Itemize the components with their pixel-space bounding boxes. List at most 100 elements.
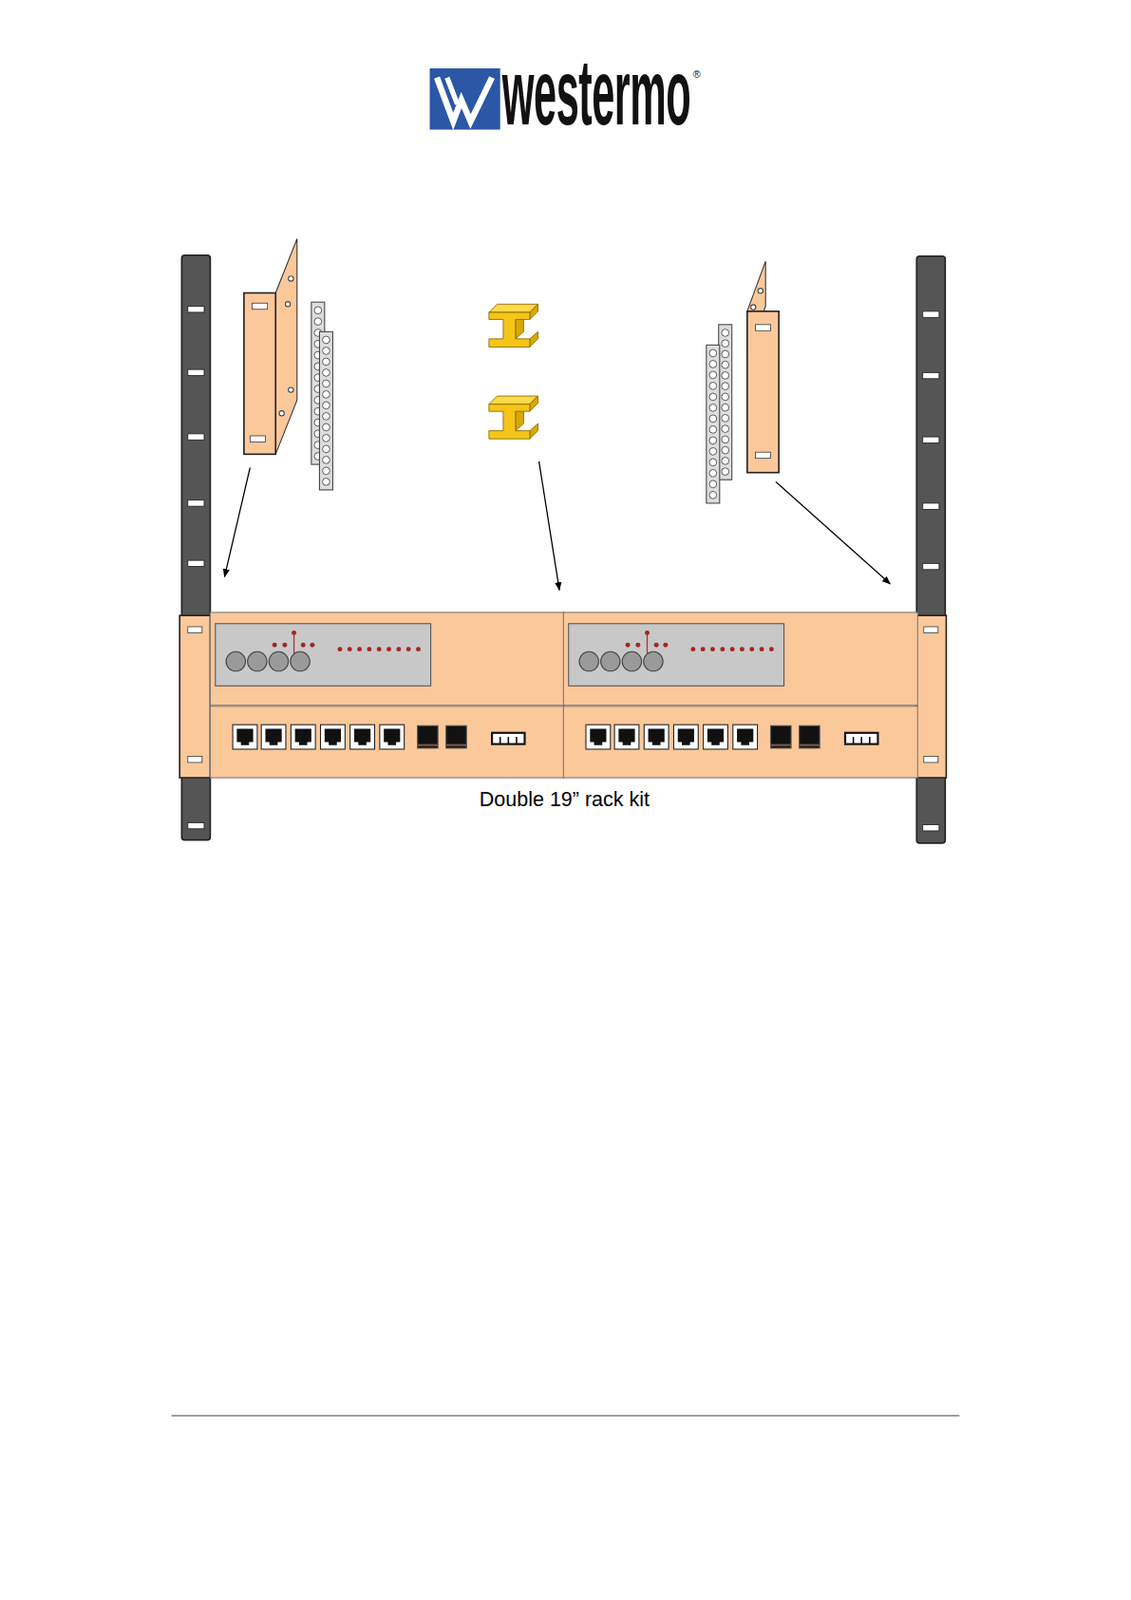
status-knob [622, 651, 641, 671]
strip-hole [709, 490, 717, 499]
sfp-port [417, 725, 438, 749]
strip-hole [709, 382, 717, 391]
strip-hole [322, 401, 331, 410]
rj45-jack [236, 728, 253, 745]
rj45-jack [383, 728, 400, 745]
strip-hole [709, 414, 717, 423]
switch-unit-top [563, 612, 918, 706]
logo-emblem [430, 68, 501, 130]
status-knob [601, 651, 621, 671]
registered-mark: ® [693, 69, 701, 80]
terminal-divider [860, 736, 863, 745]
switch-unit-top [209, 612, 565, 706]
led [347, 646, 353, 652]
rj45-port [733, 724, 758, 750]
rj45-port [673, 724, 698, 750]
bracket-slot [249, 435, 265, 442]
rj45-port [320, 724, 346, 750]
bracket-slot [754, 452, 771, 458]
rail-slot [188, 560, 205, 566]
sfp-edge [417, 744, 438, 747]
strip-hole [709, 360, 717, 369]
rj45-port [643, 724, 669, 750]
strip-hole [721, 414, 730, 423]
rj45-jack [648, 728, 665, 745]
strip-hole [709, 404, 717, 413]
led [386, 646, 392, 652]
led [337, 646, 342, 652]
footer-rule [171, 1414, 961, 1417]
nut-strip [706, 344, 720, 504]
mounted-bracket [179, 615, 210, 778]
switch-unit-bottom [563, 706, 918, 778]
strip-hole [322, 456, 331, 465]
rj45-jack [678, 728, 695, 745]
assembly-arrow [224, 467, 250, 577]
led [366, 646, 372, 652]
strip-hole [709, 458, 717, 467]
rj45-jack [324, 728, 341, 745]
strip-hole [721, 382, 730, 391]
status-knob [579, 651, 599, 671]
rail-slot [923, 825, 940, 831]
led [730, 646, 736, 652]
rail-slots [188, 305, 940, 831]
bracket-flange [275, 239, 298, 455]
rj45-port [232, 724, 258, 750]
nut-strips [311, 301, 733, 504]
rj45-jack [618, 728, 635, 745]
rj45-jack [589, 728, 606, 745]
led [749, 646, 754, 652]
strip-hole [322, 369, 331, 377]
switch-units [209, 612, 918, 778]
terminal-divider [507, 736, 509, 745]
logo-w [436, 77, 492, 122]
strip-hole [322, 423, 331, 432]
strip-hole [721, 372, 730, 380]
strip-hole [709, 469, 717, 477]
strip-hole [721, 339, 730, 348]
coupling-pieces [489, 303, 539, 439]
rj45-port [585, 724, 611, 750]
strip-hole [709, 480, 717, 489]
strip-hole [721, 393, 730, 401]
coupler-face [529, 423, 539, 439]
strip-hole [322, 358, 331, 366]
strip-hole [322, 477, 331, 486]
indicator-line [293, 635, 295, 654]
status-knob [643, 651, 663, 671]
bracket-hole [288, 276, 294, 282]
terminal-block [845, 733, 878, 745]
rail-slot [923, 563, 940, 569]
led [719, 646, 725, 652]
led [377, 646, 382, 652]
sfp-edge [799, 744, 820, 747]
rail-slot [188, 500, 205, 507]
terminal-divider [852, 736, 855, 745]
coupler-face [529, 303, 539, 320]
nut-strip [319, 331, 333, 491]
rj45-jack [736, 728, 754, 745]
bracket-slot [754, 324, 771, 331]
indicator-line [646, 635, 648, 654]
status-knob [268, 651, 288, 671]
strip-hole [314, 318, 322, 326]
sfp-port [799, 725, 820, 749]
bracket-hole [279, 411, 284, 416]
bracket-slot [252, 302, 268, 309]
sfp-port [446, 725, 467, 749]
rj45-jack [707, 728, 724, 745]
strip-hole [322, 445, 331, 453]
strip-hole [314, 306, 322, 315]
bracket-slot [923, 756, 939, 763]
led [272, 642, 278, 648]
strip-hole [709, 436, 717, 445]
rail-slot [923, 372, 940, 378]
coupler-face [489, 404, 530, 440]
terminal-divider [515, 736, 518, 745]
coupler-face [489, 312, 530, 348]
bracket-hole [751, 304, 756, 310]
led [282, 642, 287, 648]
bracket-hole [757, 288, 763, 294]
led [309, 642, 315, 648]
